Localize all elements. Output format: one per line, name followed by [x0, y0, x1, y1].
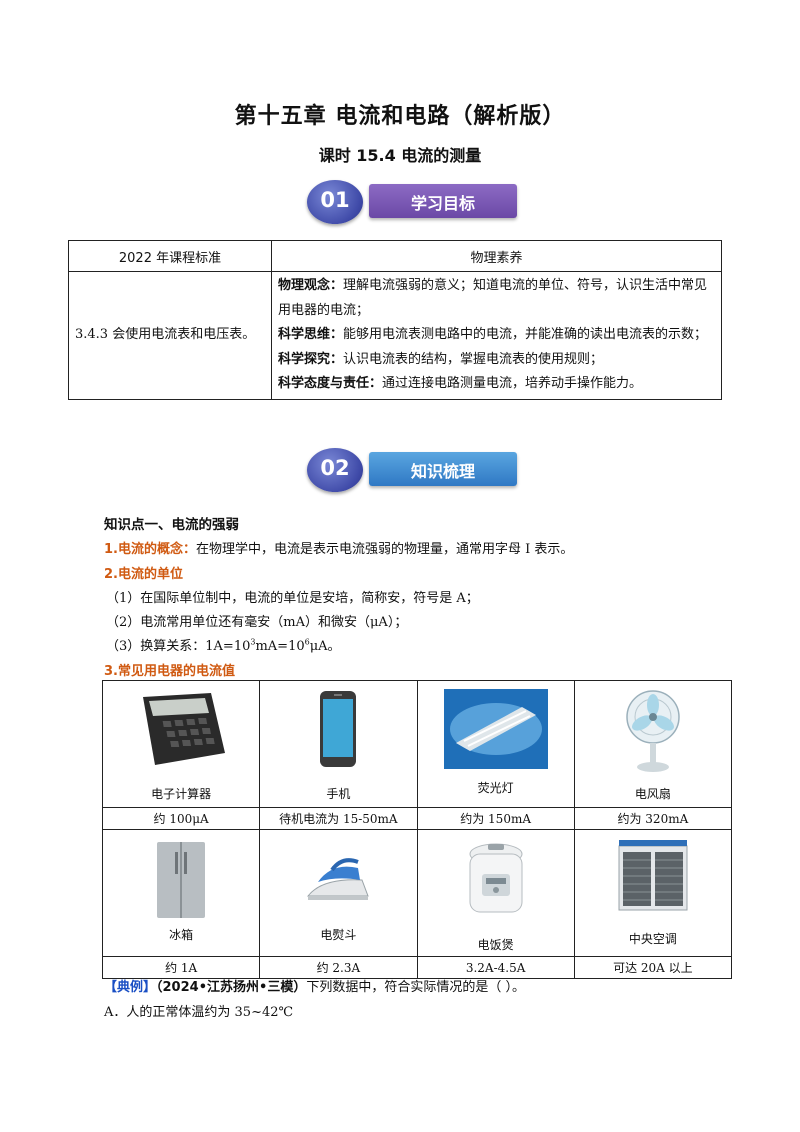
literacy-item: 科学态度与责任：通过连接电路测量电流，培养动手操作能力。: [278, 376, 643, 391]
appliance-value: 约 1A: [101, 956, 261, 979]
unit-line-3: （3）换算关系：1A=103mA=106μA。: [106, 637, 341, 654]
appliance-value: 约 100μA: [101, 807, 261, 830]
appliance-value: 可达 20A 以上: [573, 956, 733, 979]
appliance-value: 约 2.3A: [259, 956, 418, 979]
appliance-name: 冰箱: [169, 928, 194, 942]
unit-line-1: （1）在国际单位制中，电流的单位是安培，简称安，符号是 A；: [106, 591, 479, 606]
example-question: 【典例】（2024•江苏扬州•三模）下列数据中，符合实际情况的是（ ）。: [104, 976, 525, 995]
standards-table: 2022 年课程标准 物理素养 3.4.3 会使用电流表和电压表。 物理观念：理…: [68, 240, 722, 400]
appliance-cell: 电风扇: [573, 680, 733, 808]
knowledge-point-title: 知识点一、电流的强弱: [104, 517, 239, 533]
literacy-cell: 物理观念：理解电流强弱的意义；知道电流的单位、符号，认识生活中常见用电器的电流；…: [271, 271, 722, 400]
literacy-item: 物理观念：理解电流强弱的意义；知道电流的单位、符号，认识生活中常见用电器的电流；: [278, 278, 708, 318]
appliance-name: 电饭煲: [477, 938, 514, 952]
badge-circle: [307, 448, 363, 492]
appliance-value: 3.2A-4.5A: [416, 956, 575, 979]
example-tag: 【典例】: [104, 980, 157, 995]
badge-bar: [369, 452, 517, 486]
literacy-header: 物理素养: [271, 240, 722, 272]
section-banner-goals: 01 学习目标: [307, 180, 519, 224]
badge-label: 知识梳理: [410, 462, 475, 481]
appliance-name: 电风扇: [634, 787, 671, 801]
appliance-name: 荧光灯: [477, 781, 514, 795]
appliance-name: 电熨斗: [320, 928, 357, 942]
appliance-name: 电子计算器: [151, 787, 212, 801]
appliance-value-row: 约 100μA 待机电流为 15-50mA 约为 150mA 约为 320mA: [101, 807, 733, 830]
calculator-icon: [143, 693, 226, 765]
badge-bar: [369, 184, 517, 218]
appliance-cell: 荧光灯: [416, 680, 575, 808]
appliance-value: 约为 320mA: [573, 807, 733, 830]
appliance-value: 待机电流为 15-50mA: [259, 807, 418, 830]
appliance-picture-row: 电子计算器 手机 荧光灯: [101, 680, 733, 808]
appliance-picture-row: 冰箱 电熨斗 电饭煲: [101, 829, 733, 957]
air-conditioner-icon: [618, 840, 688, 911]
appliance-table: 电子计算器 手机 荧光灯: [101, 680, 733, 979]
appliance-cell: 手机: [259, 680, 418, 808]
badge-label: 学习目标: [410, 194, 475, 213]
option-a: A．人的正常体温约为 35~42℃: [104, 1005, 294, 1020]
appliance-value-row: 约 1A 约 2.3A 3.2A-4.5A 可达 20A 以上: [101, 956, 733, 979]
appliance-cell: 电子计算器: [101, 680, 261, 808]
example-question-text: 下列数据中，符合实际情况的是（ ）。: [306, 980, 525, 995]
badge-circle: [307, 180, 363, 224]
phone-icon: [320, 691, 357, 767]
standard-cell: 3.4.3 会使用电流表和电压表。: [68, 271, 272, 400]
appliance-cell: 电饭煲: [416, 829, 575, 957]
section-banner-knowledge: 02 知识梳理: [307, 448, 519, 492]
fridge-icon: [157, 842, 206, 918]
lesson-subtitle: 课时 15.4 电流的测量: [318, 146, 482, 165]
unit-line-2: （2）电流常用单位还有毫安（mA）和微安（μA）；: [106, 615, 408, 630]
appliance-name: 手机: [326, 787, 351, 801]
literacy-item: 科学思维：能够用电流表测电路中的电流，并能准确的读出电流表的示数；: [278, 327, 708, 342]
literacy-item: 科学探究：认识电流表的结构，掌握电流表的使用规则；: [278, 351, 604, 367]
fluorescent-lamp-icon: [443, 689, 548, 769]
appliance-cell: 中央空调: [573, 829, 733, 957]
example-source: （2024•江苏扬州•三模）: [156, 980, 307, 995]
fan-icon: [626, 690, 680, 772]
chapter-title: 第十五章 电流和电路（解析版）: [234, 104, 566, 129]
concept-line: 1.电流的概念：在物理学中，电流是表示电流强弱的物理量，通常用字母 I 表示。: [104, 542, 574, 557]
badge-number: 02: [320, 456, 350, 480]
appliance-cell: 电熨斗: [259, 829, 418, 957]
iron-icon: [307, 858, 370, 900]
appliance-cell: 冰箱: [101, 829, 261, 957]
appliance-value: 约为 150mA: [416, 807, 575, 830]
standards-header: 2022 年课程标准: [68, 240, 272, 272]
appliance-heading: 3.常见用电器的电流值: [104, 664, 235, 679]
appliance-name: 中央空调: [628, 932, 677, 946]
badge-number: 01: [320, 188, 350, 212]
unit-heading: 2.电流的单位: [104, 567, 183, 582]
rice-cooker-icon: [469, 843, 523, 913]
